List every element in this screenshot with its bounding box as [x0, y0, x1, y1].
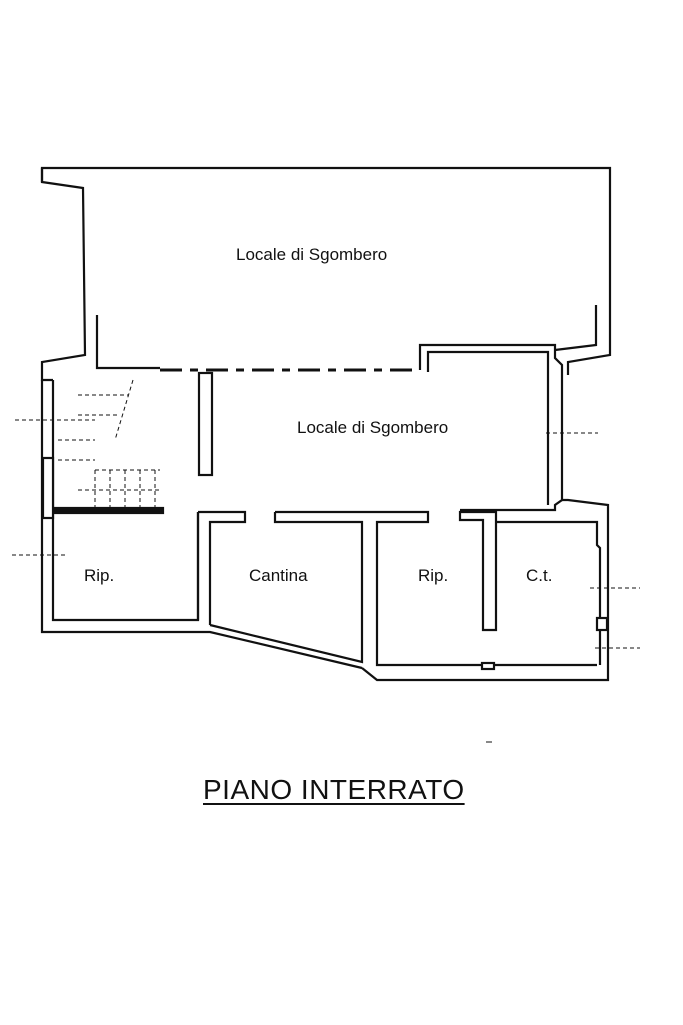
- wall-upper-inner-left: [95, 315, 160, 370]
- wall-segment: [458, 510, 498, 632]
- stair-line: [114, 379, 134, 441]
- wall-upper-left: [40, 168, 87, 382]
- stair-landing: [53, 506, 165, 515]
- wall-upper-inner-right: [554, 305, 598, 352]
- room-label-ct: C.t.: [526, 566, 553, 585]
- wall-middle-top: [418, 343, 564, 512]
- window-right: [595, 616, 609, 632]
- window-left: [41, 456, 55, 520]
- room-label-rip-right: Rip.: [418, 566, 449, 585]
- room-label-rip-left: Rip.: [84, 566, 115, 585]
- room-label-upper: Locale di Sgombero: [236, 245, 388, 264]
- wall-segment: [198, 510, 597, 667]
- wall-middle-right-inner: [426, 350, 550, 505]
- room-label-cantina: Cantina: [249, 566, 308, 585]
- wall-pillar: [197, 371, 214, 477]
- wall-right-inner: [496, 520, 602, 665]
- plan-title: PIANO INTERRATO: [203, 774, 465, 805]
- door-mark: [480, 661, 496, 671]
- wall-right: [361, 498, 610, 682]
- room-label-middle: Locale di Sgombero: [297, 418, 449, 437]
